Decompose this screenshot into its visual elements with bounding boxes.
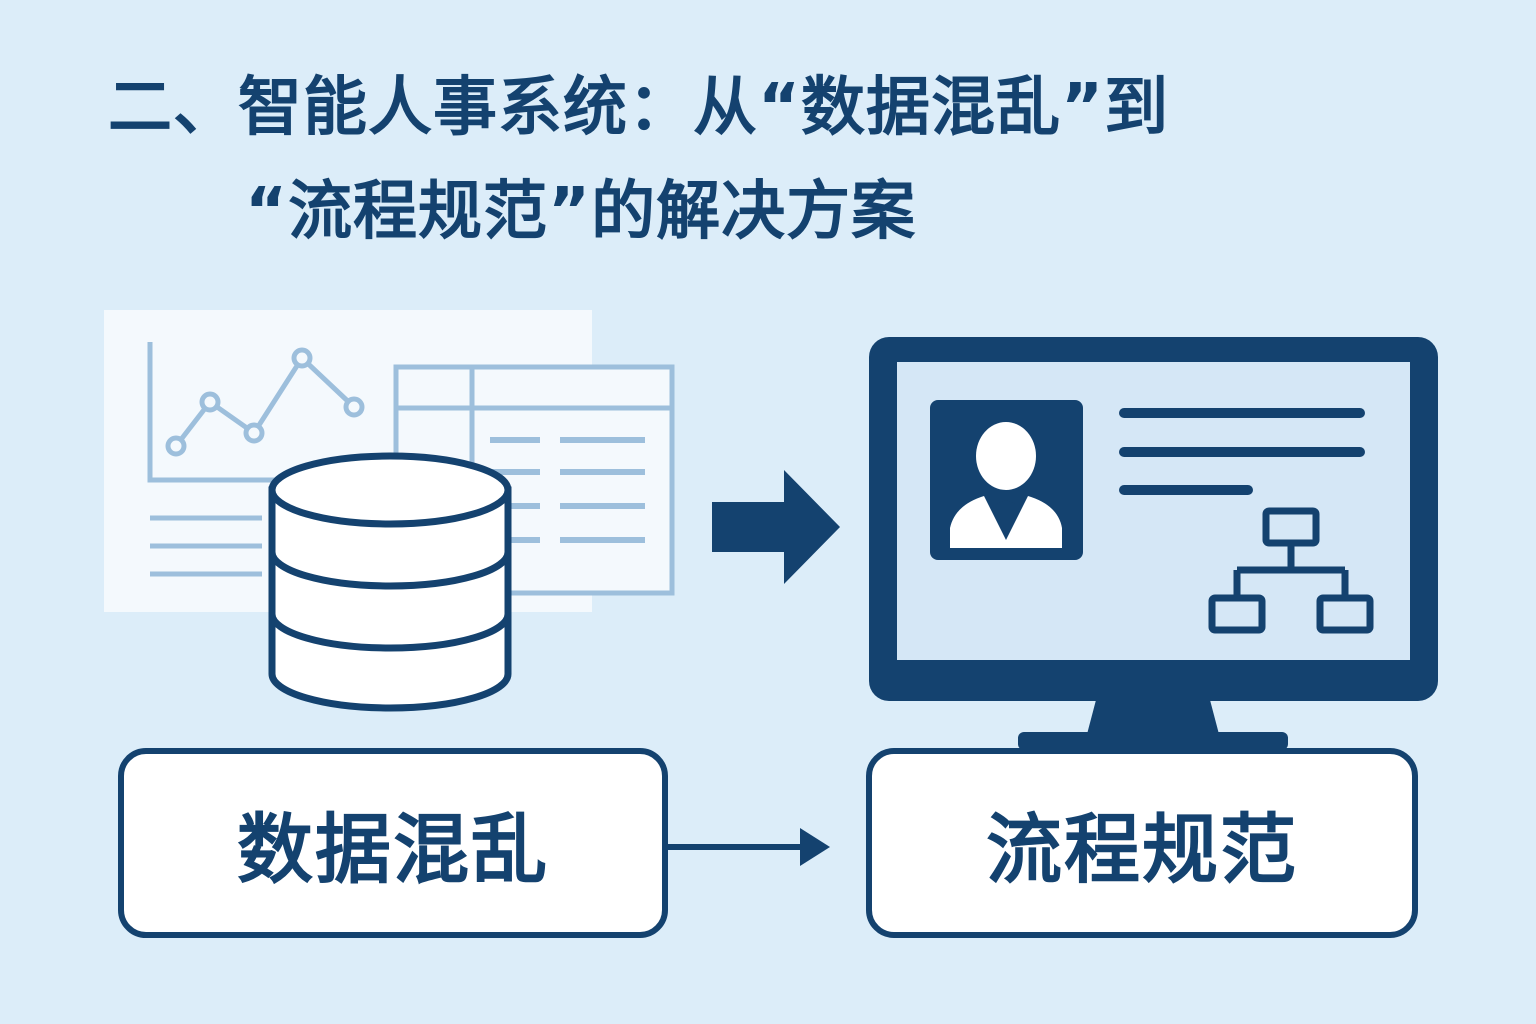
monitor-neck	[1086, 700, 1220, 738]
database-icon	[268, 452, 512, 712]
chart-text-lines	[150, 515, 262, 577]
label-data-chaos: 数据混乱	[118, 748, 668, 938]
org-chart-icon	[1208, 507, 1374, 634]
page-title-line-2: “流程规范”的解决方案	[245, 175, 917, 249]
page-title-line-1: 二、智能人事系统：从“数据混乱”到	[108, 71, 1170, 145]
profile-text-lines	[1119, 408, 1365, 495]
messy-data-group	[104, 310, 675, 712]
connector-arrow-icon	[668, 828, 830, 866]
user-avatar-icon	[930, 400, 1083, 560]
monitor-icon	[869, 337, 1438, 750]
table-cells	[490, 437, 645, 543]
arrow-right-icon	[712, 470, 840, 584]
chart-points	[165, 347, 365, 457]
label-process-standard: 流程规范	[866, 748, 1418, 938]
monitor-base	[1018, 732, 1288, 750]
